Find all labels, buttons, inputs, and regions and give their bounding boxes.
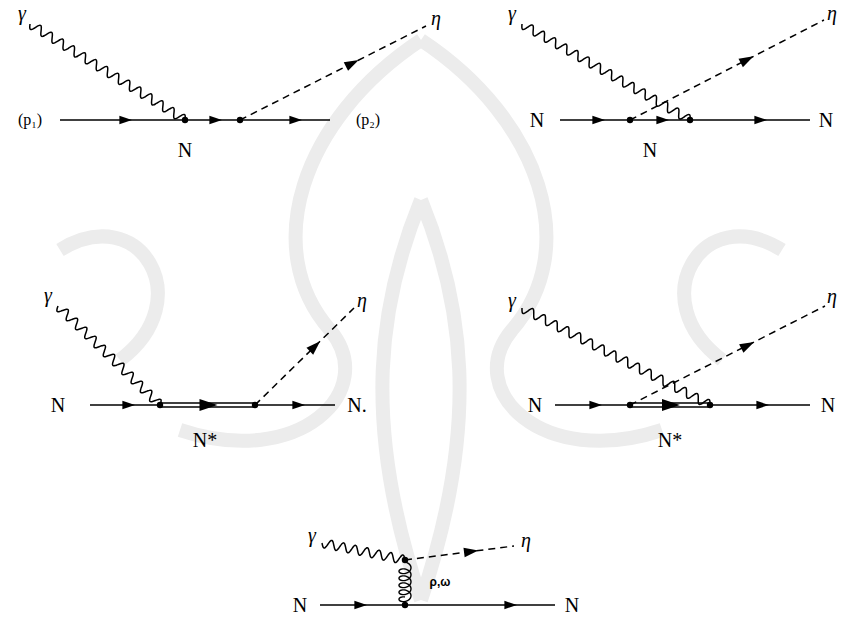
- momentum-label: (p₁): [16, 111, 44, 129]
- meson-label: ρ,ω: [428, 575, 453, 589]
- eta-dashed-line: [255, 308, 354, 405]
- meson-exchange-coil: [399, 562, 411, 602]
- eta-label: η: [519, 529, 533, 551]
- vertex-dot: [402, 602, 408, 608]
- eta-dashed-line: [630, 20, 824, 120]
- eta-arrowhead: [344, 56, 361, 71]
- photon-line: [57, 306, 161, 405]
- vertex-dot: [627, 402, 633, 408]
- nucleon-arrowhead: [656, 116, 669, 124]
- photon-label: γ: [506, 2, 518, 24]
- watermark-flourish: [60, 40, 782, 600]
- photon-label: γ: [506, 289, 518, 311]
- photon-line: [322, 540, 405, 562]
- eta-label: η: [825, 2, 839, 24]
- nucleon-label: N: [49, 394, 67, 416]
- nucleon-label: N: [817, 109, 835, 131]
- nucleon-arrowhead: [589, 401, 602, 409]
- nucleon-arrowhead: [209, 116, 222, 124]
- photon-label: γ: [16, 2, 28, 24]
- eta-dashed-line: [405, 546, 514, 560]
- nucleon-arrowhead: [754, 116, 767, 124]
- nucleon-arrowhead: [354, 601, 367, 609]
- eta-arrowhead: [739, 338, 756, 353]
- nucleon-label: N: [291, 594, 309, 616]
- nucleon-arrowhead: [122, 401, 135, 409]
- watermark-curve: [60, 236, 158, 360]
- nucleon-arrowhead: [504, 601, 517, 609]
- nucleon-arrowhead: [289, 116, 302, 124]
- watermark-curve: [684, 236, 782, 360]
- nucleon-label: N: [819, 394, 837, 416]
- resonance-arrowhead: [662, 399, 680, 411]
- photon-line: [30, 24, 185, 120]
- nucleon-label: N: [176, 139, 194, 161]
- vertex-dot: [252, 402, 258, 408]
- nucleon-arrowhead: [756, 401, 769, 409]
- nucleon-label: N: [528, 109, 546, 131]
- eta-dashed-line: [240, 26, 426, 120]
- eta-arrowhead: [739, 52, 756, 67]
- eta-label: η: [429, 7, 443, 29]
- watermark-curve: [421, 200, 460, 600]
- photon-line: [522, 308, 710, 405]
- resonance-label: N*: [191, 429, 219, 451]
- vertex-dot: [687, 117, 693, 123]
- photon-label: γ: [42, 284, 54, 306]
- eta-label: η: [355, 289, 369, 311]
- watermark-curve: [382, 200, 421, 600]
- photon-label: γ: [306, 524, 318, 546]
- nucleon-label: N.: [345, 394, 368, 416]
- nucleon-arrowhead: [119, 116, 132, 124]
- photon-line: [522, 24, 690, 120]
- eta-dashed-line: [630, 306, 825, 405]
- nucleon-label: N: [526, 394, 544, 416]
- resonance-label: N*: [656, 429, 684, 451]
- vertex-dot: [182, 117, 188, 123]
- vertex-dot: [707, 402, 713, 408]
- vertex-dot: [402, 557, 408, 563]
- vertex-dot: [627, 117, 633, 123]
- nucleon-label: N: [563, 594, 581, 616]
- momentum-label: (p₂): [354, 111, 382, 129]
- eta-arrowhead: [463, 546, 479, 557]
- nucleon-arrowhead: [592, 116, 605, 124]
- eta-arrowhead: [306, 338, 323, 355]
- vertex-dot: [237, 117, 243, 123]
- eta-label: η: [825, 285, 839, 307]
- vertex-dot: [157, 402, 163, 408]
- resonance-arrowhead: [200, 399, 218, 411]
- nucleon-arrowhead: [292, 401, 305, 409]
- nucleon-label: N: [641, 139, 659, 161]
